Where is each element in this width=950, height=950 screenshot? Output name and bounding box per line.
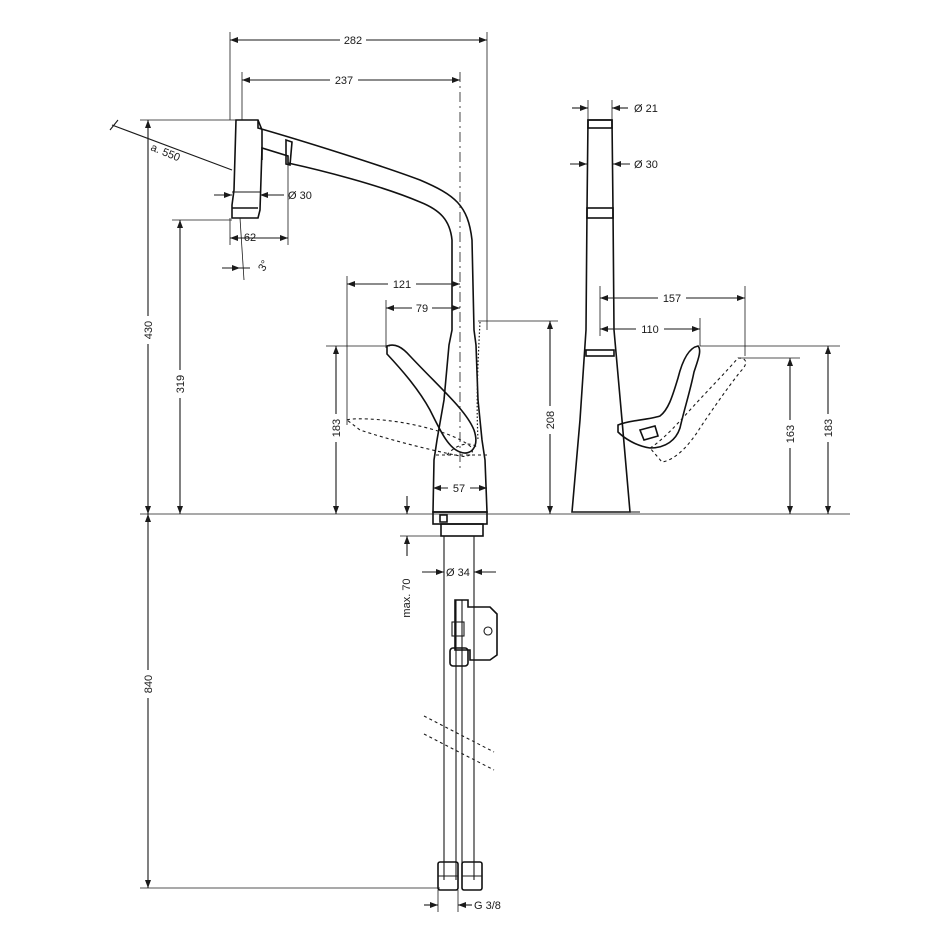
arrow-157-r (737, 295, 745, 301)
dimension-labels: 282 237 a. 550 Ø 30 62 3° 121 79 430 319… (140, 33, 836, 912)
hose-fitting-lower (449, 647, 469, 667)
arrow-70-b (404, 536, 410, 544)
arrow-110-r (692, 326, 700, 332)
front-view-faucet (231, 119, 498, 891)
arrow-62-l (230, 235, 238, 241)
break-mark-2 (423, 733, 495, 771)
arrow-3deg (232, 265, 240, 271)
arrow-21-l (580, 105, 588, 111)
dim-3deg-line (239, 217, 245, 281)
arrow-157-l (600, 295, 608, 301)
label-208: 208 (545, 411, 557, 429)
arrow-840-b (145, 880, 151, 888)
arrow-79-r (452, 305, 460, 311)
lever-sweep-line (476, 321, 481, 441)
side-lever (617, 345, 701, 449)
arrow-208-b (547, 506, 553, 514)
label-110: 110 (641, 324, 659, 336)
arrow-183s-b (825, 506, 831, 514)
label-183-front: 183 (331, 419, 343, 437)
label-430: 430 (143, 321, 155, 339)
arrow-79-l (386, 305, 394, 311)
dim-550-line (111, 124, 233, 171)
arrow-34-r (474, 569, 482, 575)
nut-hole (483, 626, 493, 636)
arrow-183f-t (333, 346, 339, 354)
side-lever-marker (638, 425, 659, 441)
label-163: 163 (785, 425, 797, 443)
spout-outline-outer (257, 120, 488, 513)
arrow-183s-t (825, 346, 831, 354)
label-282: 282 (344, 35, 362, 47)
arrow-g38-r (458, 902, 466, 908)
label-3deg: 3° (256, 258, 272, 273)
label-79: 79 (416, 303, 428, 315)
base-marker (439, 514, 448, 523)
arrow-319-t (177, 220, 183, 228)
arrow-163-t (787, 358, 793, 366)
arrow-21-r (612, 105, 620, 111)
mounting-nut (454, 599, 498, 661)
arrow-237-r (452, 77, 460, 83)
arrow-183f-b (333, 506, 339, 514)
arrow-237-l (242, 77, 250, 83)
arrow-208-t (547, 321, 553, 329)
label-62: 62 (244, 232, 256, 244)
label-57: 57 (453, 483, 465, 495)
arrow-s30-l (579, 161, 587, 167)
label-side-30: Ø 30 (634, 159, 658, 171)
arrow-840-t (145, 514, 151, 522)
arrow-34-l (436, 569, 444, 575)
arrow-282-l (230, 37, 238, 43)
arrow-319-b (177, 506, 183, 514)
arrow-70-t (404, 506, 410, 514)
arrow-121-r (452, 281, 460, 287)
arrow-163-b (787, 506, 793, 514)
arrow-g38-l (430, 902, 438, 908)
arrow-430-t (145, 120, 151, 128)
side-view-faucet (571, 119, 747, 513)
side-body-outline (571, 119, 631, 513)
label-157: 157 (663, 293, 681, 305)
dimension-lines (109, 32, 850, 912)
arrow-s30-r (613, 161, 621, 167)
spray-head (231, 119, 263, 219)
side-top-cap (587, 119, 613, 129)
arrow-h30-l (224, 192, 232, 198)
lever-handle-alt (346, 418, 473, 457)
side-band-lower (585, 349, 615, 357)
hose-fitting-upper (451, 621, 465, 637)
spout-joint (285, 138, 293, 167)
label-head-30: Ø 30 (288, 190, 312, 202)
arrow-430-b (145, 506, 151, 514)
label-319: 319 (175, 375, 187, 393)
lever-arc (446, 443, 479, 456)
lever-handle (386, 344, 477, 454)
dim-550-tick (109, 119, 119, 131)
side-band (586, 207, 614, 219)
shank-top (440, 523, 484, 537)
label-g38: G 3/8 (474, 900, 501, 912)
label-121: 121 (393, 279, 411, 291)
arrow-110-l (600, 326, 608, 332)
arrow-57-l (433, 485, 441, 491)
label-max-70: max. 70 (401, 578, 413, 617)
side-lever-alt (649, 357, 747, 463)
break-mark-1 (423, 715, 495, 753)
label-237: 237 (335, 75, 353, 87)
label-840: 840 (143, 675, 155, 693)
arrow-121-l (347, 281, 355, 287)
label-34: Ø 34 (446, 567, 470, 579)
arrow-62-r (280, 235, 288, 241)
label-side-21: Ø 21 (634, 103, 658, 115)
arrow-h30-r (260, 192, 268, 198)
arrow-57-r (479, 485, 487, 491)
label-183-side: 183 (823, 419, 835, 437)
arrow-282-r (479, 37, 487, 43)
